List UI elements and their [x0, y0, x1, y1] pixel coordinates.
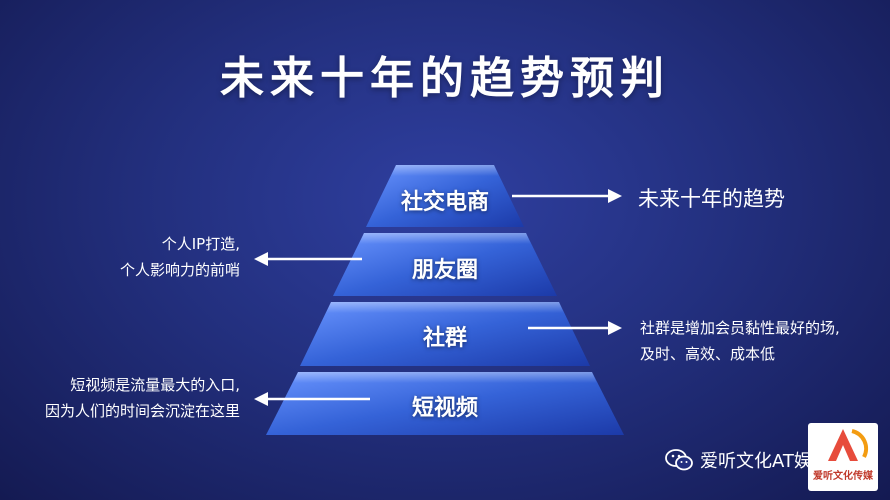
trend-note: 未来十年的趋势 — [638, 187, 785, 211]
pyramid-tier-1 — [366, 165, 524, 227]
brand-name: 爱听文化AT娱乐 — [700, 451, 830, 472]
community-note: 社群是增加会员黏性最好的场, 及时、高效、成本低 — [640, 315, 880, 367]
wechat-icon — [665, 449, 693, 471]
ip-note: 个人IP打造, 个人影响力的前哨 — [40, 231, 240, 283]
tier-label-3: 社群 — [422, 326, 467, 351]
tier-label-4: 短视频 — [411, 396, 478, 421]
tier-label-1: 社交电商 — [400, 190, 489, 215]
brand-logo: 爱听文化传媒 — [808, 423, 878, 491]
pyramid-tier-2 — [333, 233, 557, 296]
video-note: 短视频是流量最大的入口, 因为人们的时间会沉淀在这里 — [10, 372, 240, 424]
logo-mark-icon — [828, 429, 869, 461]
logo-text: 爱听文化传媒 — [813, 471, 873, 482]
community-note-line2: 及时、高效、成本低 — [640, 345, 776, 363]
tier-label-2: 朋友圈 — [411, 258, 478, 283]
pyramid-tier-3 — [300, 302, 590, 366]
pyramid-tier-4 — [266, 372, 624, 435]
ip-note-line1: 个人IP打造, — [161, 235, 240, 253]
page-title: 未来十年的趋势预判 — [220, 53, 670, 104]
ip-note-line2: 个人影响力的前哨 — [119, 261, 240, 279]
community-note-line1: 社群是增加会员黏性最好的场, — [640, 319, 840, 337]
video-note-line2: 因为人们的时间会沉淀在这里 — [44, 402, 240, 420]
footer-brand: 爱听文化AT娱乐 — [664, 447, 830, 473]
video-note-line1: 短视频是流量最大的入口, — [70, 376, 240, 394]
